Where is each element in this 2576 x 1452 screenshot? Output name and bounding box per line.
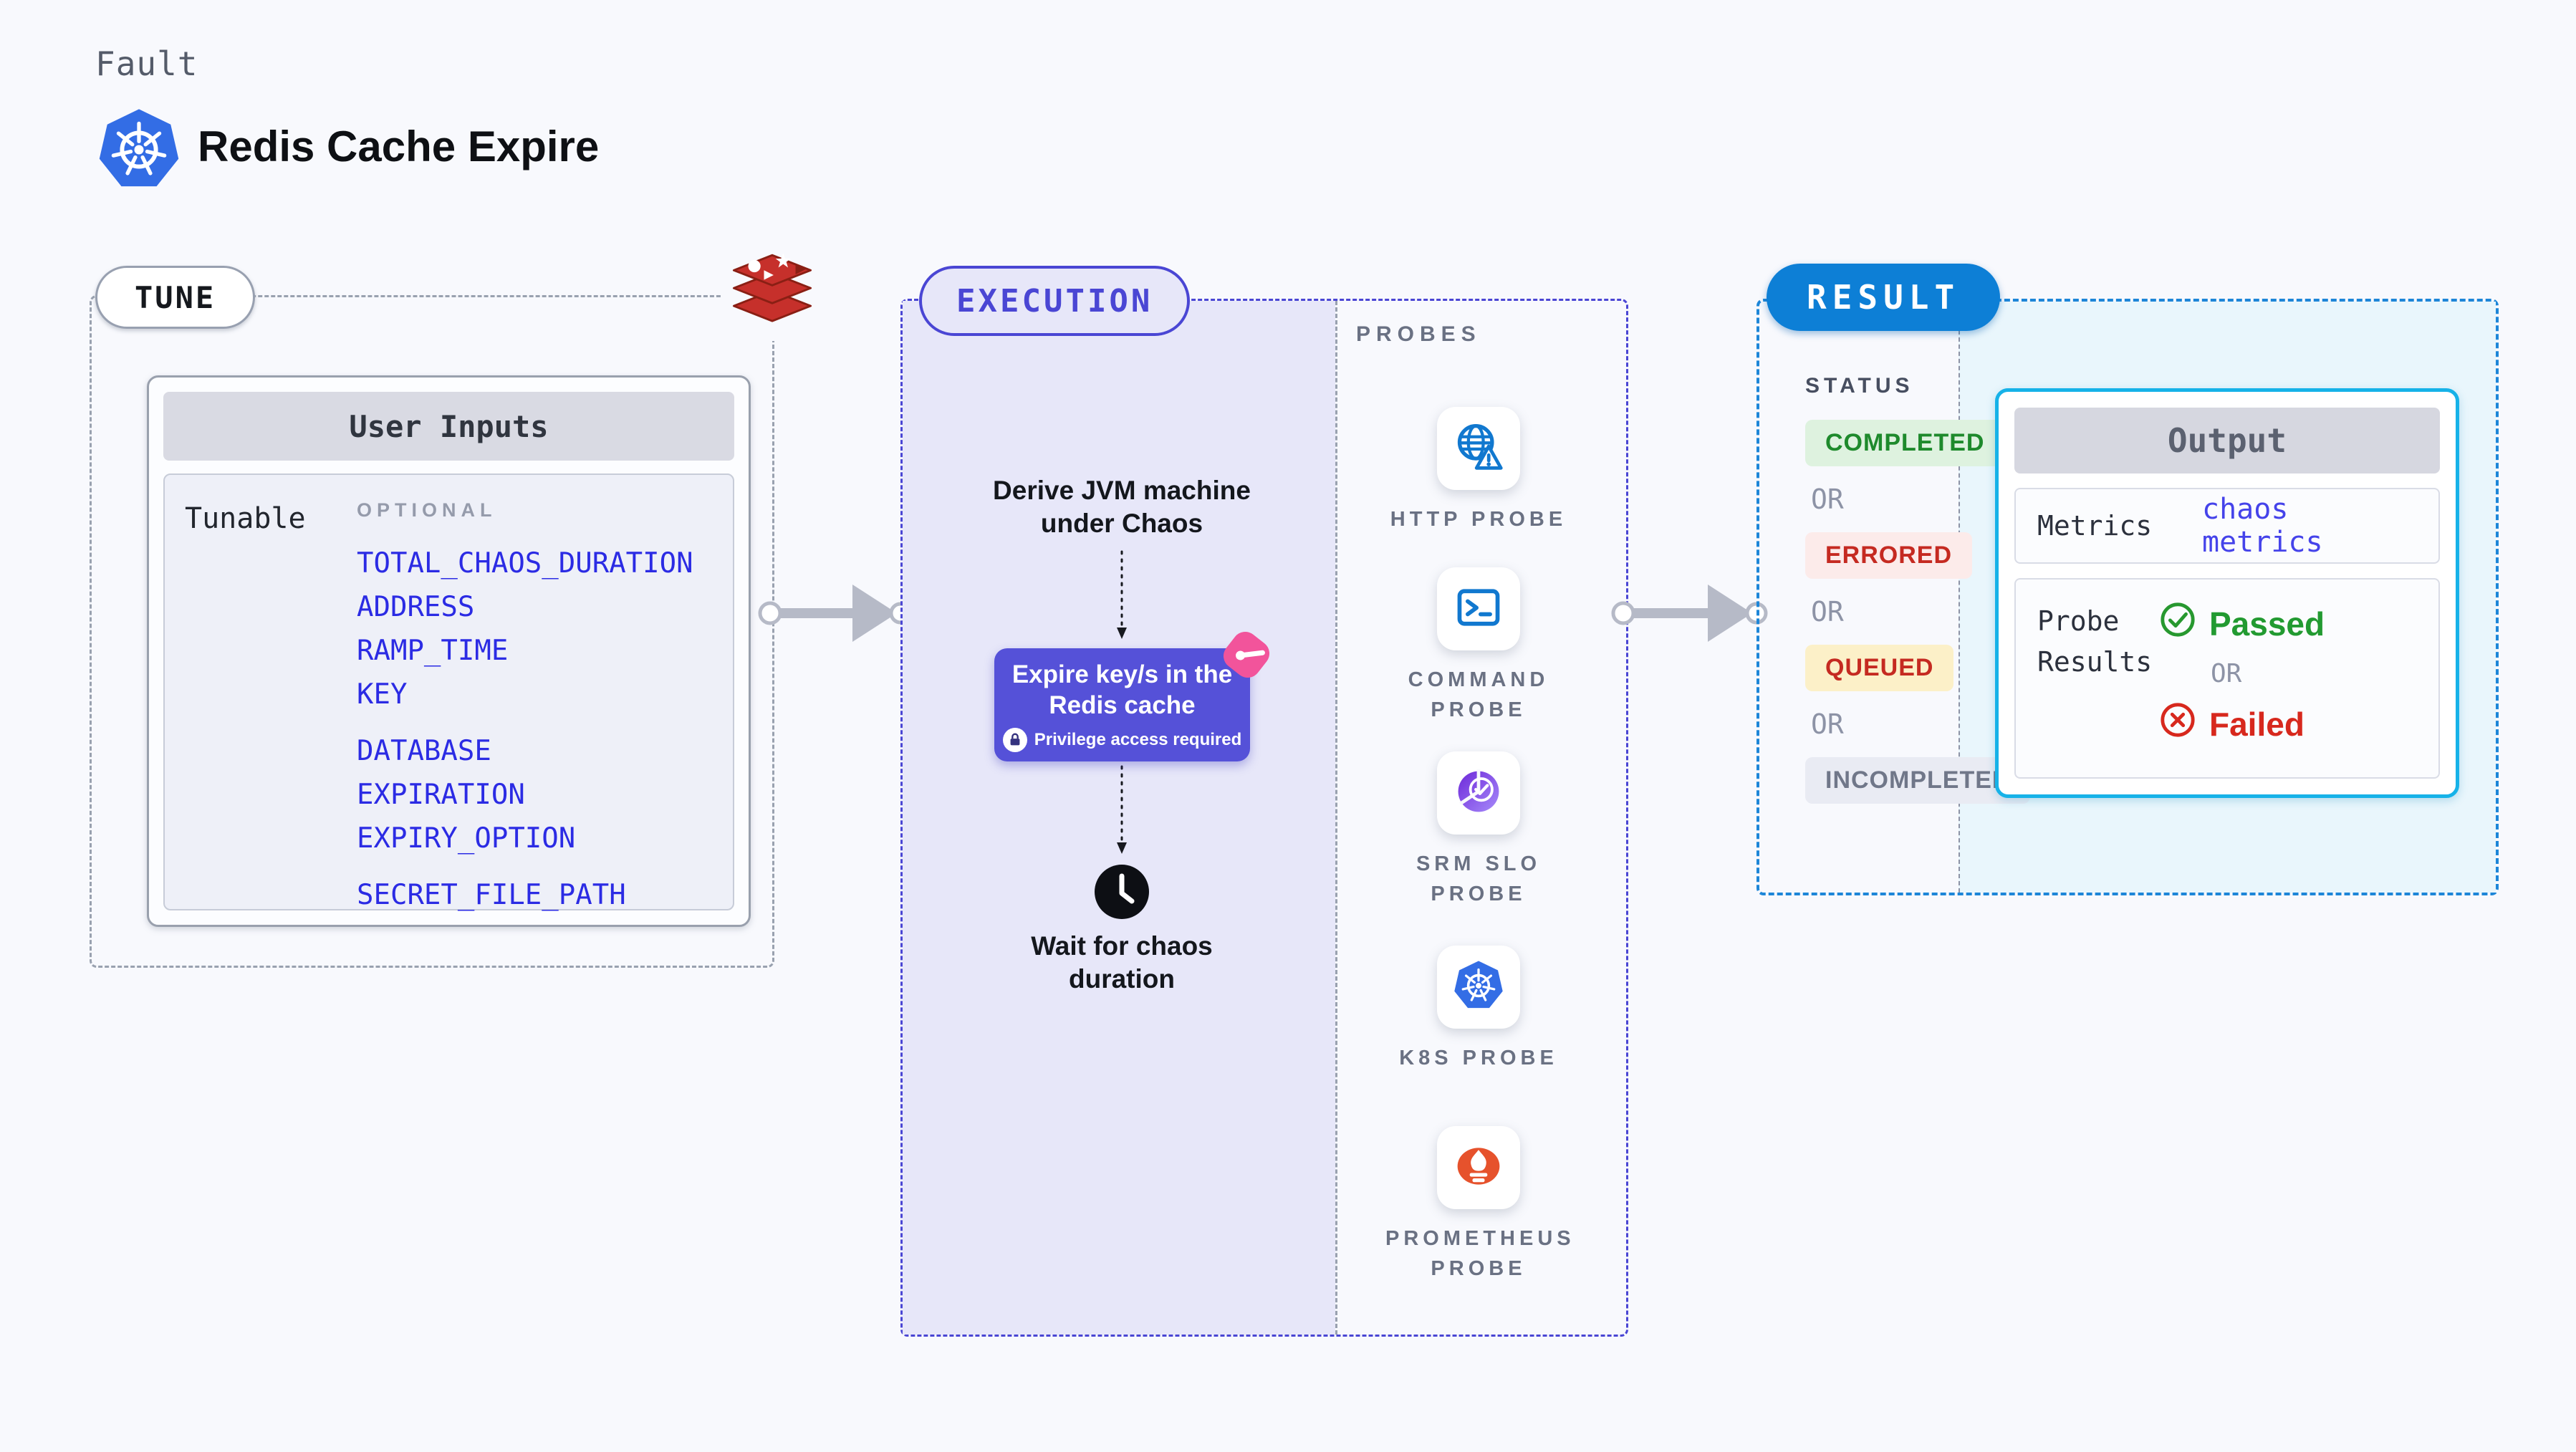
dotted-connector-down-icon	[1117, 765, 1127, 854]
privilege-note-text: Privilege access required	[1034, 730, 1242, 750]
execution-section-box	[900, 299, 1628, 1337]
user-inputs-panel: Tunable OPTIONAL TOTAL_CHAOS_DURATION ADD…	[163, 473, 734, 911]
status-list: COMPLETED OR ERRORED OR QUEUED OR INCOMPLETED	[1805, 420, 2031, 821]
probe-card	[1437, 567, 1520, 650]
litmus-icon	[1218, 626, 1275, 683]
param-list: TOTAL_CHAOS_DURATION ADDRESS RAMP_TIME KEY D…	[357, 542, 693, 917]
check-circle-icon	[2159, 601, 2196, 646]
probe-card	[1437, 1126, 1520, 1209]
probe-results-label: Probe Results	[2037, 605, 2153, 678]
status-badge: COMPLETED	[1805, 420, 2005, 466]
probe-label: HTTP PROBE	[1390, 508, 1567, 531]
redis-icon	[722, 241, 822, 341]
param-link[interactable]: DATABASE	[357, 735, 491, 767]
slo-gauge-icon	[1453, 766, 1504, 821]
param-link[interactable]: RAMP_TIME	[357, 635, 509, 667]
x-circle-icon	[2159, 701, 2196, 746]
probe-results-values: Passed OR Failed	[2159, 601, 2325, 746]
globe-alert-icon	[1453, 421, 1504, 476]
metrics-label: Metrics	[2037, 509, 2153, 542]
param-group: SECRET_FILE_PATH	[357, 873, 693, 917]
result-badge: RESULT	[1767, 264, 2001, 331]
output-card: Output Metrics chaos metrics Probe Resul…	[1995, 388, 2459, 798]
param-group: DATABASE EXPIRATION EXPIRY_OPTION	[357, 729, 693, 860]
execution-badge: EXECUTION	[919, 266, 1191, 336]
status-heading: STATUS	[1805, 374, 1914, 398]
probe-label: K8S PROBE	[1399, 1047, 1558, 1069]
passed-label: Passed	[2209, 605, 2325, 643]
user-inputs-card: User Inputs Tunable OPTIONAL TOTAL_CHAOS…	[147, 375, 751, 927]
status-column: STATUS COMPLETED OR ERRORED OR QUEUED OR INCOM…	[1805, 374, 2031, 821]
param-link[interactable]: EXPIRATION	[357, 779, 525, 811]
terminal-icon	[1453, 582, 1504, 637]
tunable-label: Tunable	[185, 502, 306, 535]
clock-icon	[1095, 865, 1149, 919]
privilege-note: Privilege access required	[1002, 728, 1242, 753]
chaos-action-card: Expire key/s in the Redis cache Privileg…	[994, 648, 1250, 761]
param-link[interactable]: TOTAL_CHAOS_DURATION	[357, 547, 693, 580]
passed-line: Passed	[2159, 601, 2325, 646]
tune-section-box	[90, 295, 774, 968]
wait-step-text: Wait for chaos duration	[1031, 931, 1213, 994]
tune-badge: TUNE	[95, 266, 256, 329]
param-link[interactable]: ADDRESS	[357, 591, 475, 623]
kubernetes-icon	[97, 107, 181, 192]
user-inputs-title: User Inputs	[163, 392, 734, 461]
probe-label: COMMAND PROBE	[1408, 668, 1549, 722]
probe-card	[1437, 946, 1520, 1029]
result-status-divider	[1959, 302, 1960, 893]
status-badge: ERRORED	[1805, 532, 1973, 579]
failed-label: Failed	[2209, 705, 2305, 743]
param-link[interactable]: SECRET_FILE_PATH	[357, 879, 626, 911]
dotted-connector-down-icon	[1117, 550, 1127, 639]
output-title: Output	[2014, 408, 2440, 473]
derive-step-text: Derive JVM machine under Chaos	[993, 476, 1251, 539]
probe-card	[1437, 751, 1520, 835]
probe-results-row: Probe Results Passed OR Failed	[2014, 578, 2440, 779]
probe-label: PROMETHEUS PROBE	[1385, 1227, 1575, 1281]
fault-kind-label: Fault	[95, 44, 198, 83]
param-group: TOTAL_CHAOS_DURATION ADDRESS RAMP_TIME KEY	[357, 542, 693, 716]
or-label: OR	[1811, 708, 1844, 740]
probes-heading: PROBES	[1356, 322, 1481, 346]
execution-probes-divider	[1335, 301, 1337, 1335]
kubernetes-icon	[1453, 960, 1504, 1015]
arrow-execution-to-result	[1611, 585, 1768, 642]
page-title: Redis Cache Expire	[198, 122, 600, 170]
lock-icon	[1002, 728, 1027, 753]
status-badge: QUEUED	[1805, 645, 1954, 691]
optional-label: OPTIONAL	[357, 499, 497, 521]
execution-flow-background	[903, 301, 1335, 1335]
or-label: OR	[1811, 596, 1844, 628]
or-label: OR	[1811, 484, 1844, 515]
failed-line: Failed	[2159, 701, 2325, 746]
or-label: OR	[2211, 659, 2242, 688]
chaos-metrics-link[interactable]: chaos metrics	[2202, 493, 2323, 559]
chaos-action-title: Expire key/s in the Redis cache	[1011, 660, 1233, 719]
probe-card	[1437, 407, 1520, 490]
param-link[interactable]: EXPIRY_OPTION	[357, 822, 576, 855]
tunable-params-column: OPTIONAL TOTAL_CHAOS_DURATION ADDRESS RAMP…	[357, 499, 693, 930]
param-link[interactable]: KEY	[357, 678, 408, 711]
status-badge: INCOMPLETED	[1805, 757, 2031, 804]
arrow-tune-to-execution	[758, 585, 912, 642]
prometheus-icon	[1453, 1140, 1504, 1196]
metrics-row: Metrics chaos metrics	[2014, 488, 2440, 564]
probe-label: SRM SLO PROBE	[1416, 852, 1542, 906]
